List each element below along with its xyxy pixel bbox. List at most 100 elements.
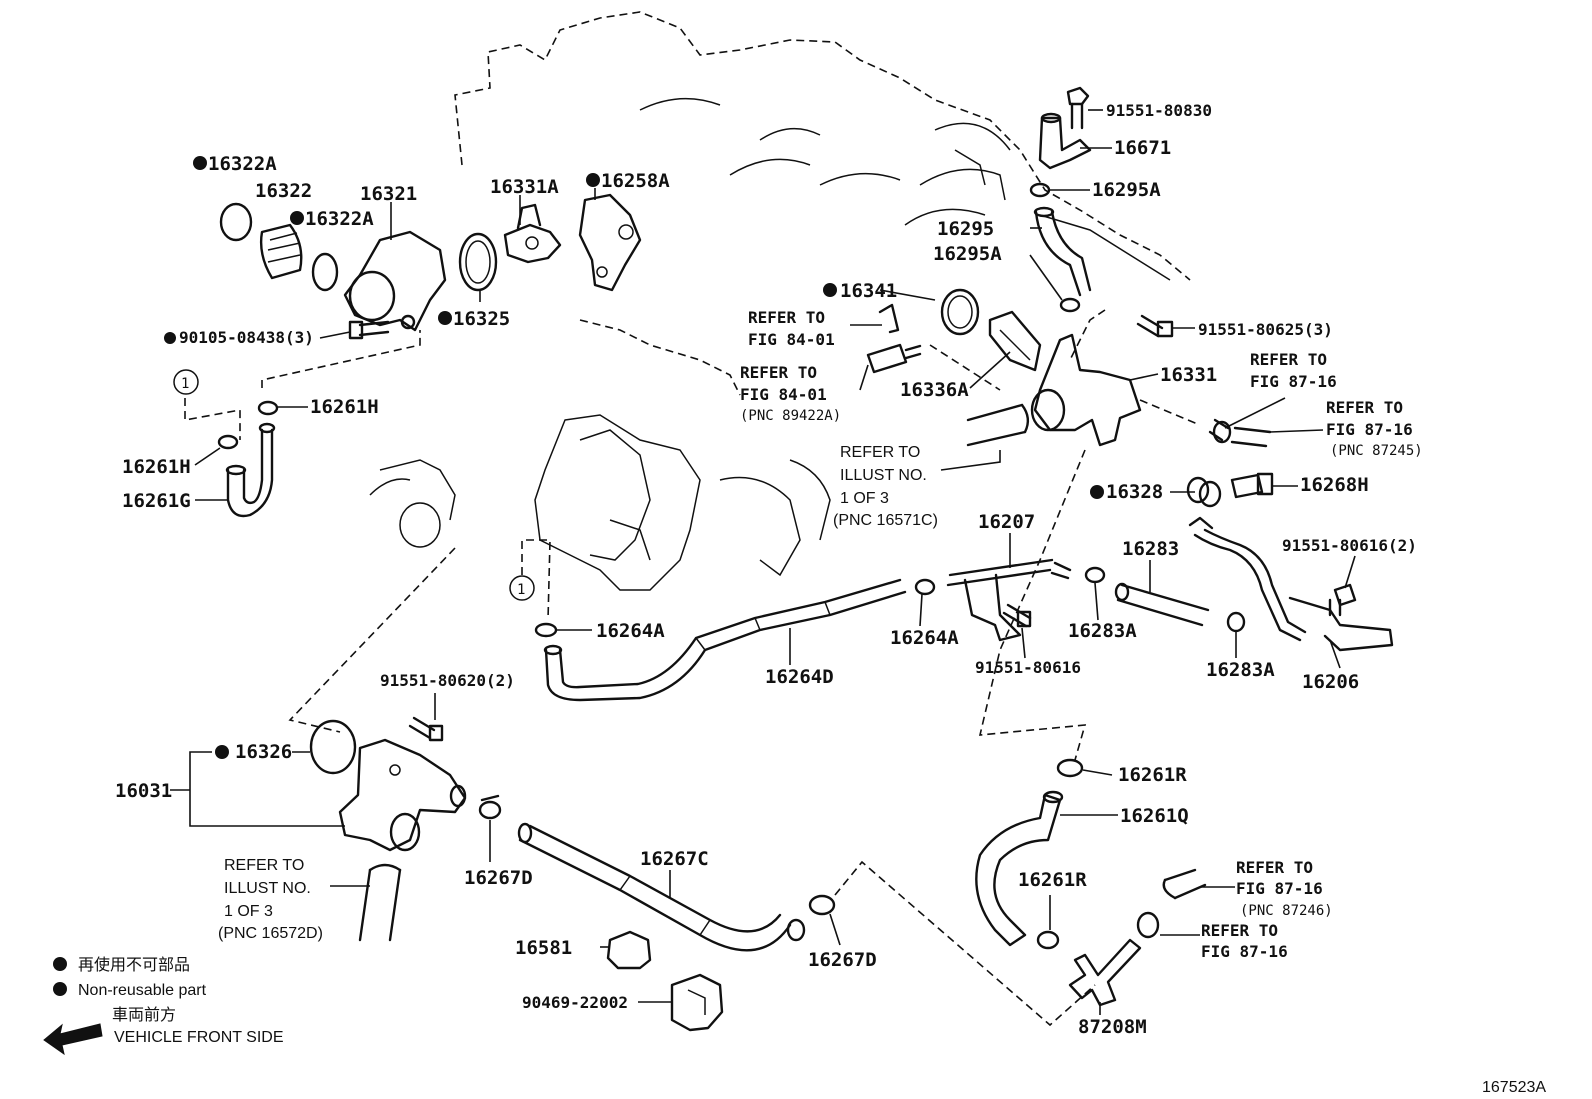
hose-16261G [225, 422, 276, 518]
part-labels: 16322A 16322 16322A 16321 16331A 16258A … [115, 101, 1417, 1038]
label-16261R-top: 16261R [1118, 764, 1187, 786]
hose-16264D [543, 578, 907, 702]
label-16325: 16325 [453, 308, 510, 330]
refer-fig-87-16-c: REFER TO FIG 87-16 [1236, 858, 1323, 898]
refer-fig-84-01-a: REFER TO FIG 84-01 [748, 308, 835, 349]
sensor-89422A [866, 343, 922, 374]
label-16264A-right: 16264A [890, 627, 959, 649]
svg-text:1: 1 [517, 582, 525, 598]
label-16322: 16322 [255, 180, 312, 202]
hose-16283 [1114, 582, 1210, 627]
clamp-16264A-right [914, 578, 936, 596]
link-line-1 [261, 330, 421, 388]
link-line-7 [521, 539, 551, 621]
label-91551-80830: 91551-80830 [1106, 101, 1212, 120]
wire-clip-84-01 [878, 303, 900, 334]
legend-non-reusable-en: Non-reusable part [78, 982, 207, 999]
engine-block-outline [454, 11, 1191, 396]
link-line-5 [1139, 399, 1201, 426]
link-line-2 [184, 398, 241, 440]
clip-16581 [606, 930, 652, 970]
legend: 再使用不可部品 Non-reusable part 車両前方 VEHICLE F… [43, 956, 284, 1056]
callout-circle-1-top: 1 [173, 369, 199, 395]
legend-front-en: VEHICLE FRONT SIDE [114, 1029, 284, 1046]
label-16031: 16031 [115, 780, 172, 802]
transmission-housing [369, 414, 831, 591]
bolt-16268H [1230, 472, 1274, 499]
clamp-16261R-bot [1036, 930, 1060, 950]
label-90105: 90105-08438(3) [179, 328, 314, 347]
bolt-91551-80830 [1066, 86, 1090, 130]
clamp-87-16 [1136, 911, 1160, 939]
refer-notes: REFER TO FIG 84-01 REFER TO FIG 84-01 (P… [218, 308, 1423, 961]
hose-16267C [517, 822, 806, 952]
clamp-16261H-top [257, 400, 279, 416]
water-outlet-16331 [1030, 333, 1142, 447]
label-91551-80620: 91551-80620(2) [380, 671, 515, 690]
label-16336A: 16336A [900, 379, 969, 401]
oring-16341 [940, 288, 980, 336]
label-16267C: 16267C [640, 848, 709, 870]
label-16322A-top: 16322A [208, 153, 277, 175]
refer-fig-87-16-a: REFER TO FIG 87-16 [1250, 350, 1337, 391]
water-inlet-16031 [338, 738, 467, 852]
label-16261H-left: 16261H [122, 456, 191, 478]
link-line-3 [929, 344, 1001, 391]
label-16261R-bot: 16261R [1018, 869, 1087, 891]
clamp-90469 [670, 973, 724, 1032]
refer-illust-b: REFER TO ILLUST NO. 1 OF 3 (PNC 16572D) [218, 857, 323, 942]
hose-16261Q [975, 790, 1064, 947]
hose-joint-16322 [259, 223, 303, 280]
front-arrow-icon [43, 1023, 103, 1056]
clamp-16283A-left [1084, 566, 1106, 584]
clamp-16267D-right [808, 894, 836, 916]
clamp-16295A-mid [1059, 297, 1081, 313]
pipe-87208M [1068, 938, 1142, 1007]
gasket-16325 [458, 232, 498, 292]
label-91551-80616-2: 91551-80616(2) [1282, 536, 1417, 555]
gasket-16328 [1186, 476, 1222, 508]
water-inlet-16321 [343, 230, 447, 332]
label-16283: 16283 [1122, 538, 1179, 560]
hose-16572D [358, 863, 402, 942]
clamp-16261R-top [1056, 758, 1084, 778]
label-16581: 16581 [515, 937, 572, 959]
label-16283A-right: 16283A [1206, 659, 1275, 681]
label-16206: 16206 [1302, 671, 1359, 693]
label-16258A: 16258A [601, 170, 670, 192]
bolt-91551-80616 [1002, 603, 1032, 628]
illustration-code: 167523A [1482, 1079, 1546, 1096]
label-91551-80625: 91551-80625(3) [1198, 320, 1333, 339]
link-line-8 [288, 547, 456, 733]
label-16261H-top: 16261H [310, 396, 379, 418]
label-91551-80616: 91551-80616 [975, 658, 1081, 677]
label-16331: 16331 [1160, 364, 1217, 386]
union-16671 [1038, 112, 1092, 170]
label-16295A-mid: 16295A [933, 243, 1002, 265]
hose-16571C [966, 403, 1030, 447]
label-16268H: 16268H [1300, 474, 1369, 496]
label-87208M: 87208M [1078, 1016, 1147, 1038]
hose-87245 [1208, 418, 1272, 448]
refer-pnc-87246: (PNC 87246) [1240, 903, 1333, 919]
label-16283A-left: 16283A [1068, 620, 1137, 642]
label-16261Q: 16261Q [1120, 805, 1189, 827]
clamp-16283A-right [1226, 611, 1246, 633]
oring-16322A-top [219, 202, 253, 242]
oring-16326 [309, 719, 357, 775]
svg-text:1: 1 [181, 376, 189, 392]
label-16207: 16207 [978, 511, 1035, 533]
label-16671: 16671 [1114, 137, 1171, 159]
clamp-16264A-left [534, 622, 558, 638]
label-16295: 16295 [937, 218, 994, 240]
label-16341: 16341 [840, 280, 897, 302]
oring-16322A-mid [311, 252, 339, 292]
label-16326: 16326 [235, 741, 292, 763]
clamp-16295A-top [1029, 182, 1051, 198]
refer-pnc-89422A: (PNC 89422A) [740, 408, 841, 424]
heat-shield-16336A [988, 310, 1042, 372]
label-16322A-mid: 16322A [305, 208, 374, 230]
non-reusable-markers [164, 156, 1104, 759]
clamp-16261H-left [217, 434, 239, 450]
legend-front-jp: 車両前方 [112, 1006, 176, 1024]
